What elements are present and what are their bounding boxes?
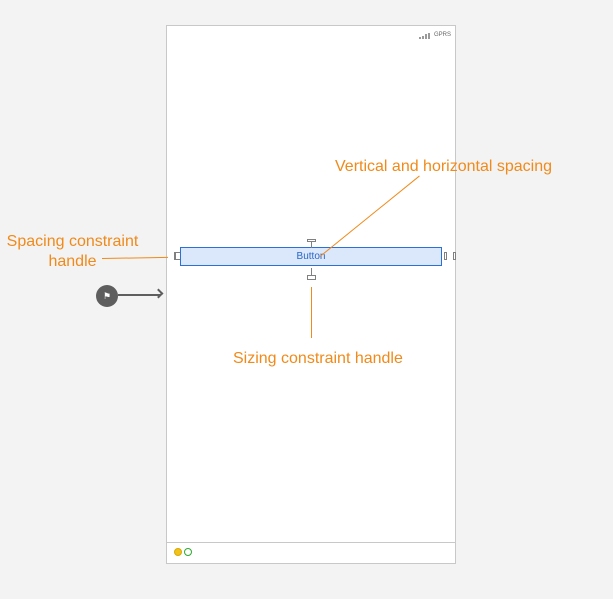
signal-bars-icon bbox=[418, 32, 430, 39]
entry-point-arrow[interactable] bbox=[118, 294, 161, 296]
sizing-constraint-handle-annotation: Sizing constraint handle bbox=[233, 350, 403, 367]
top-spacing-handle-icon[interactable] bbox=[307, 239, 316, 248]
status-bar: GPRS bbox=[418, 30, 451, 40]
right-spacing-handle-icon[interactable] bbox=[444, 252, 456, 260]
scene-dock bbox=[167, 542, 455, 563]
exit-icon[interactable] bbox=[184, 548, 192, 556]
left-spacing-handle-icon[interactable] bbox=[174, 252, 180, 260]
flag-icon[interactable]: ⚑ bbox=[96, 285, 118, 307]
view-controller-icon[interactable] bbox=[174, 548, 182, 556]
vertical-horizontal-spacing-annotation: Vertical and horizontal spacing bbox=[335, 158, 553, 175]
sizing-constraint-line bbox=[311, 287, 312, 338]
carrier-label: GPRS bbox=[433, 32, 451, 38]
spacing-constraint-handle-annotation: Spacing constraint handle bbox=[6, 233, 139, 270]
bottom-sizing-handle-icon[interactable] bbox=[307, 268, 316, 280]
button-element[interactable]: Button bbox=[180, 247, 442, 266]
